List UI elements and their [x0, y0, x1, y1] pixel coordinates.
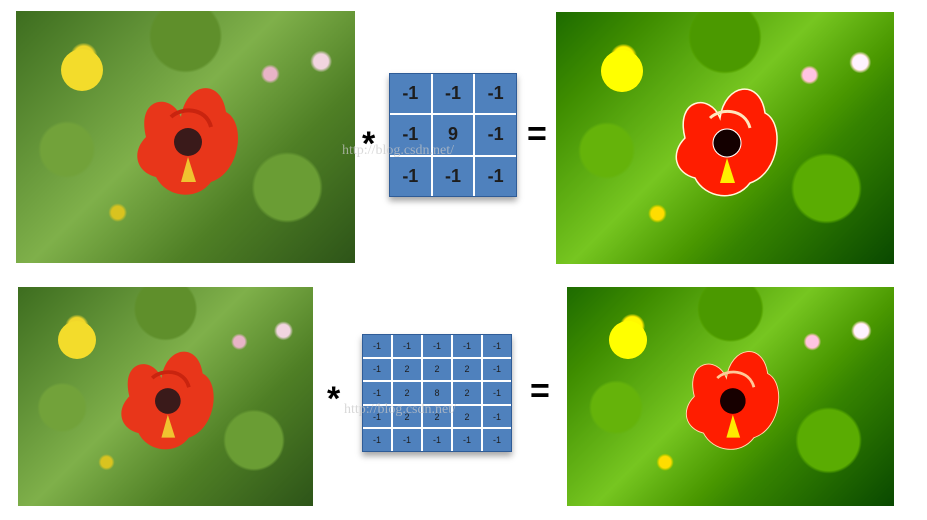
- kernel-cell: 2: [453, 358, 481, 381]
- kernel-cell: -1: [483, 358, 511, 381]
- kernel-cell: -1: [363, 358, 391, 381]
- kernel-cell: -1: [453, 335, 481, 357]
- kernel-cell: 2: [393, 358, 421, 381]
- sharpened-photo-top: [556, 12, 894, 264]
- kernel-cell: -1: [390, 74, 431, 114]
- yellow-daisy: [609, 321, 647, 359]
- kernel-cell: -1: [390, 156, 431, 196]
- kernel-cell: -1: [363, 335, 391, 357]
- kernel-cell: 9: [432, 115, 474, 155]
- kernel-cell: -1: [390, 115, 431, 155]
- kernel-cell: 2: [393, 382, 421, 404]
- enhanced-photo-bottom: [567, 287, 894, 506]
- red-poppy-flower: [665, 78, 785, 208]
- kernel-cell: -1: [453, 429, 481, 451]
- kernel-cell: -1: [483, 405, 511, 428]
- red-poppy-flower: [126, 77, 246, 207]
- kernel-cell: -1: [475, 74, 516, 114]
- kernel-cell: -1: [423, 335, 451, 357]
- watermark-bottom: http://blog.csdn.net/: [344, 402, 456, 417]
- kernel-cell: -1: [483, 429, 511, 451]
- equals-operator-top: =: [527, 115, 547, 153]
- kernel-cell: -1: [363, 382, 391, 404]
- red-poppy-flower: [111, 341, 221, 461]
- kernel-cell: -1: [393, 335, 421, 357]
- kernel-cell: -1: [483, 335, 511, 357]
- kernel-cell: -1: [475, 115, 516, 155]
- watermark-top: http://blog.csdn.net/: [342, 143, 454, 158]
- yellow-daisy: [58, 321, 96, 359]
- red-poppy-flower: [676, 341, 786, 461]
- kernel-cell: -1: [393, 429, 421, 451]
- kernel-cell: -1: [483, 382, 511, 404]
- kernel-cell: -1: [363, 429, 391, 451]
- convolve-operator-top: *: [362, 125, 376, 163]
- kernel-cell: -1: [363, 405, 391, 428]
- kernel-cell: -1: [475, 156, 516, 196]
- yellow-daisy: [61, 49, 103, 91]
- kernel-cell: 2: [453, 405, 481, 428]
- kernel-cell: 2: [423, 405, 451, 428]
- kernel-cell: 2: [453, 382, 481, 404]
- kernel-cell: 2: [423, 358, 451, 381]
- convolve-operator-bottom: *: [327, 380, 341, 418]
- kernel-cell: -1: [432, 156, 474, 196]
- kernel-cell: 2: [393, 405, 421, 428]
- edge-enhance-kernel-5x5: -1 -1 -1 -1 -1 -1 2 2 2 -1 -1 2 8 2 -1 -…: [362, 334, 512, 452]
- equals-operator-bottom: =: [530, 372, 550, 410]
- original-photo-top: [16, 11, 355, 263]
- original-photo-bottom: [18, 287, 313, 506]
- kernel-cell: -1: [432, 74, 474, 114]
- kernel-cell: 8: [423, 382, 451, 404]
- kernel-cell: -1: [423, 429, 451, 451]
- yellow-daisy: [601, 50, 643, 92]
- sharpen-kernel-3x3: -1 -1 -1 -1 9 -1 -1 -1 -1: [389, 73, 517, 197]
